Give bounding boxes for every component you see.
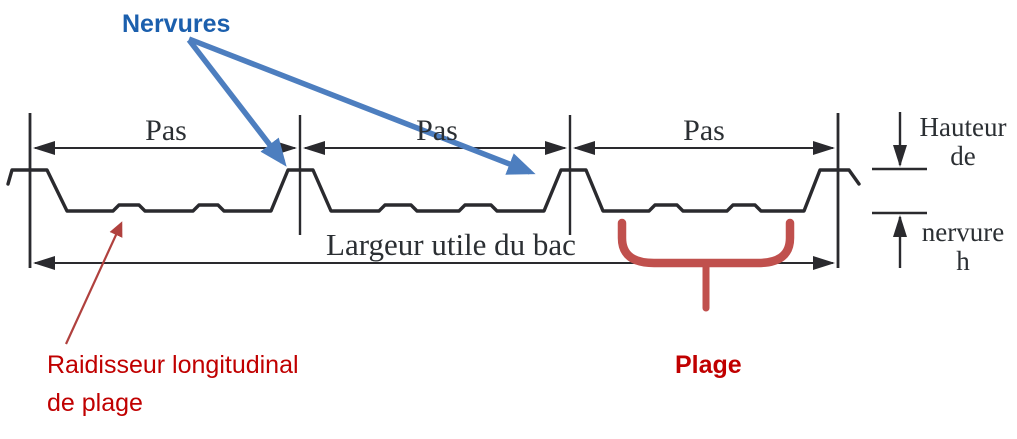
raidisseur-arrow	[65, 221, 123, 345]
nervures-arrow-2	[188, 36, 536, 175]
nervure-line-1: nervure	[921, 217, 1005, 247]
nervure-h-label: nervure h	[913, 218, 1013, 276]
hauteur-line-1: Hauteur	[919, 112, 1007, 142]
deck-profile-path	[6, 168, 861, 213]
pas-dimension-label-2: Pas	[416, 114, 458, 147]
raidisseur-label: Raidisseur longitudinal de plage	[47, 347, 299, 422]
nervures-label: Nervures	[122, 10, 231, 38]
raidisseur-line-2: de plage	[47, 388, 143, 417]
nervure-line-2: h	[956, 245, 970, 276]
nervures-arrow-1	[186, 38, 287, 167]
raidisseur-line-1: Raidisseur longitudinal	[47, 351, 299, 379]
plage-label: Plage	[675, 351, 742, 379]
pas-dimension-label-1: Pas	[145, 114, 187, 147]
pas-dimension-label-3: Pas	[683, 114, 725, 147]
hauteur-de-label: Hauteur de	[913, 113, 1013, 171]
largeur-utile-label: Largeur utile du bac	[326, 227, 576, 262]
plage-brace	[617, 218, 795, 268]
hauteur-line-2: de	[950, 140, 976, 171]
